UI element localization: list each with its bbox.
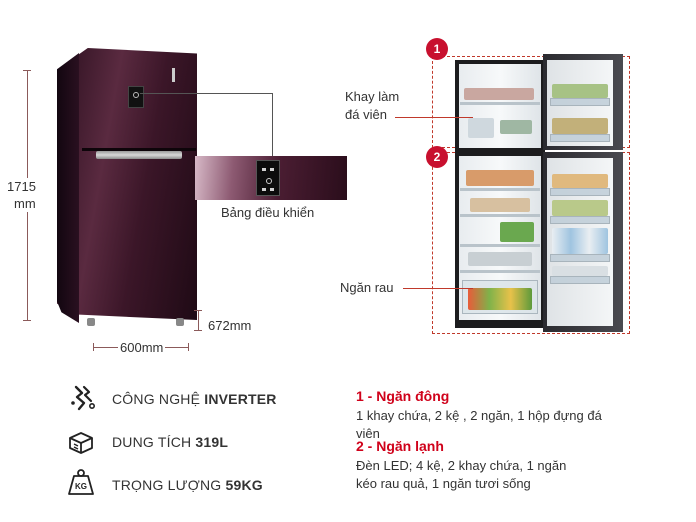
height-unit: mm [13, 195, 37, 212]
brand-logo-mark [172, 68, 175, 82]
fridge-badge: 2 [426, 146, 448, 168]
control-panel-connector-horizontal [140, 93, 272, 94]
control-panel-button-icon [266, 178, 272, 184]
callout-ice-tray-line2: đá viên [345, 107, 387, 122]
control-panel-indicator [270, 168, 274, 171]
fridge-shelf [460, 214, 540, 217]
height-dimension-tick-top [23, 70, 31, 71]
feature-inverter-label: CÔNG NGHỆ [112, 391, 205, 407]
freezer-door-bin [550, 134, 610, 142]
fridge-shelf [460, 244, 540, 247]
feature-weight-label: TRỌNG LƯỢNG [112, 477, 226, 493]
ice-maker-tray [468, 118, 494, 138]
control-panel-display [256, 160, 280, 196]
depth-tick-top [194, 310, 202, 311]
compartment-fridge-desc-line1: Đèn LED; 4 kệ, 2 khay chứa, 1 ngăn [356, 458, 567, 473]
freezer-shelf [460, 102, 540, 105]
fridge-door-bin [550, 276, 610, 284]
feature-inverter-text: CÔNG NGHỆ INVERTER [112, 391, 277, 407]
freezer-door-bin-items [552, 118, 608, 134]
fresh-food-tray [468, 252, 532, 266]
fridge-door-bin-items [552, 266, 608, 276]
height-value: 1715 [6, 178, 37, 195]
width-tick-right [188, 343, 189, 351]
freezer-door-bin-items [552, 84, 608, 98]
fridge-door-bin [550, 216, 610, 224]
feature-capacity-text: DUNG TÍCH 319L [112, 434, 228, 450]
callout-crisper-line [403, 288, 473, 289]
compartment-freezer-desc-line2: viên [356, 426, 380, 441]
fridge-food-items [466, 170, 534, 186]
feature-weight-text: TRỌNG LƯỢNG 59KG [112, 477, 263, 493]
control-panel-indicator [262, 188, 266, 191]
feature-capacity-label: DUNG TÍCH [112, 434, 196, 450]
callout-ice-tray-line1: Khay làm [345, 89, 400, 104]
feature-inverter-value: INVERTER [204, 391, 277, 407]
compartment-freezer-description: 1 khay chứa, 2 kệ , 2 ngăn, 1 hộp đựng đ… [356, 407, 602, 443]
feature-capacity-value: 319L [195, 434, 229, 450]
control-panel-indicator [270, 188, 274, 191]
fridge-handle [96, 151, 182, 159]
fridge-vegetables [500, 222, 534, 242]
fridge-foot-right [176, 318, 184, 326]
fridge-door-bin [550, 254, 610, 262]
fridge-food-items [470, 198, 530, 212]
weight-kg-icon: KG [68, 469, 94, 495]
callout-ice-tray-line [395, 117, 473, 118]
compartment-freezer-desc-line1: 1 khay chứa, 2 kệ , 2 ngăn, 1 hộp đựng đ… [356, 408, 602, 423]
compartment-freezer-title: 1 - Ngăn đông [356, 388, 450, 404]
freezer-door-bin [550, 98, 610, 106]
compartment-fridge-title: 2 - Ngăn lạnh [356, 438, 444, 454]
fridge-shelf [460, 270, 540, 273]
crisper-vegetables [468, 288, 532, 310]
callout-crisper: Ngăn rau [340, 280, 394, 295]
fridge-side-panel [57, 53, 79, 323]
fridge-control-dot [133, 92, 139, 98]
fridge-foot-left [87, 318, 95, 326]
fridge-shelf [460, 188, 540, 191]
fridge-door-bin-items [552, 174, 608, 188]
control-panel-connector-vertical [272, 93, 273, 156]
freezer-food-box [500, 120, 532, 134]
fridge-door-bin [550, 188, 610, 196]
control-panel-label: Bảng điều khiển [221, 205, 315, 220]
freezer-food-tray [464, 88, 534, 100]
inverter-chip-icon [71, 385, 95, 411]
depth-tick-bottom [194, 330, 202, 331]
height-dimension-tick-bottom [23, 320, 31, 321]
capacity-box-icon [69, 432, 93, 454]
freezer-badge: 1 [426, 38, 448, 60]
width-tick-left [93, 343, 94, 351]
compartment-fridge-desc-line2: kéo rau quả, 1 ngăn tươi sống [356, 476, 531, 491]
feature-weight-value: 59KG [225, 477, 263, 493]
depth-value: 672mm [208, 318, 252, 333]
fridge-door-bottles [552, 228, 608, 254]
callout-ice-tray: Khay làm đá viên [345, 88, 399, 124]
fridge-door-gap [82, 148, 196, 151]
control-panel-indicator [262, 168, 266, 171]
depth-dimension-line [198, 310, 199, 330]
width-value: 600mm [118, 339, 166, 356]
fridge-door-bin-items [552, 200, 608, 216]
compartment-fridge-description: Đèn LED; 4 kệ, 2 khay chứa, 1 ngăn kéo r… [356, 457, 566, 493]
weight-kg-icon-text: KG [75, 482, 87, 491]
